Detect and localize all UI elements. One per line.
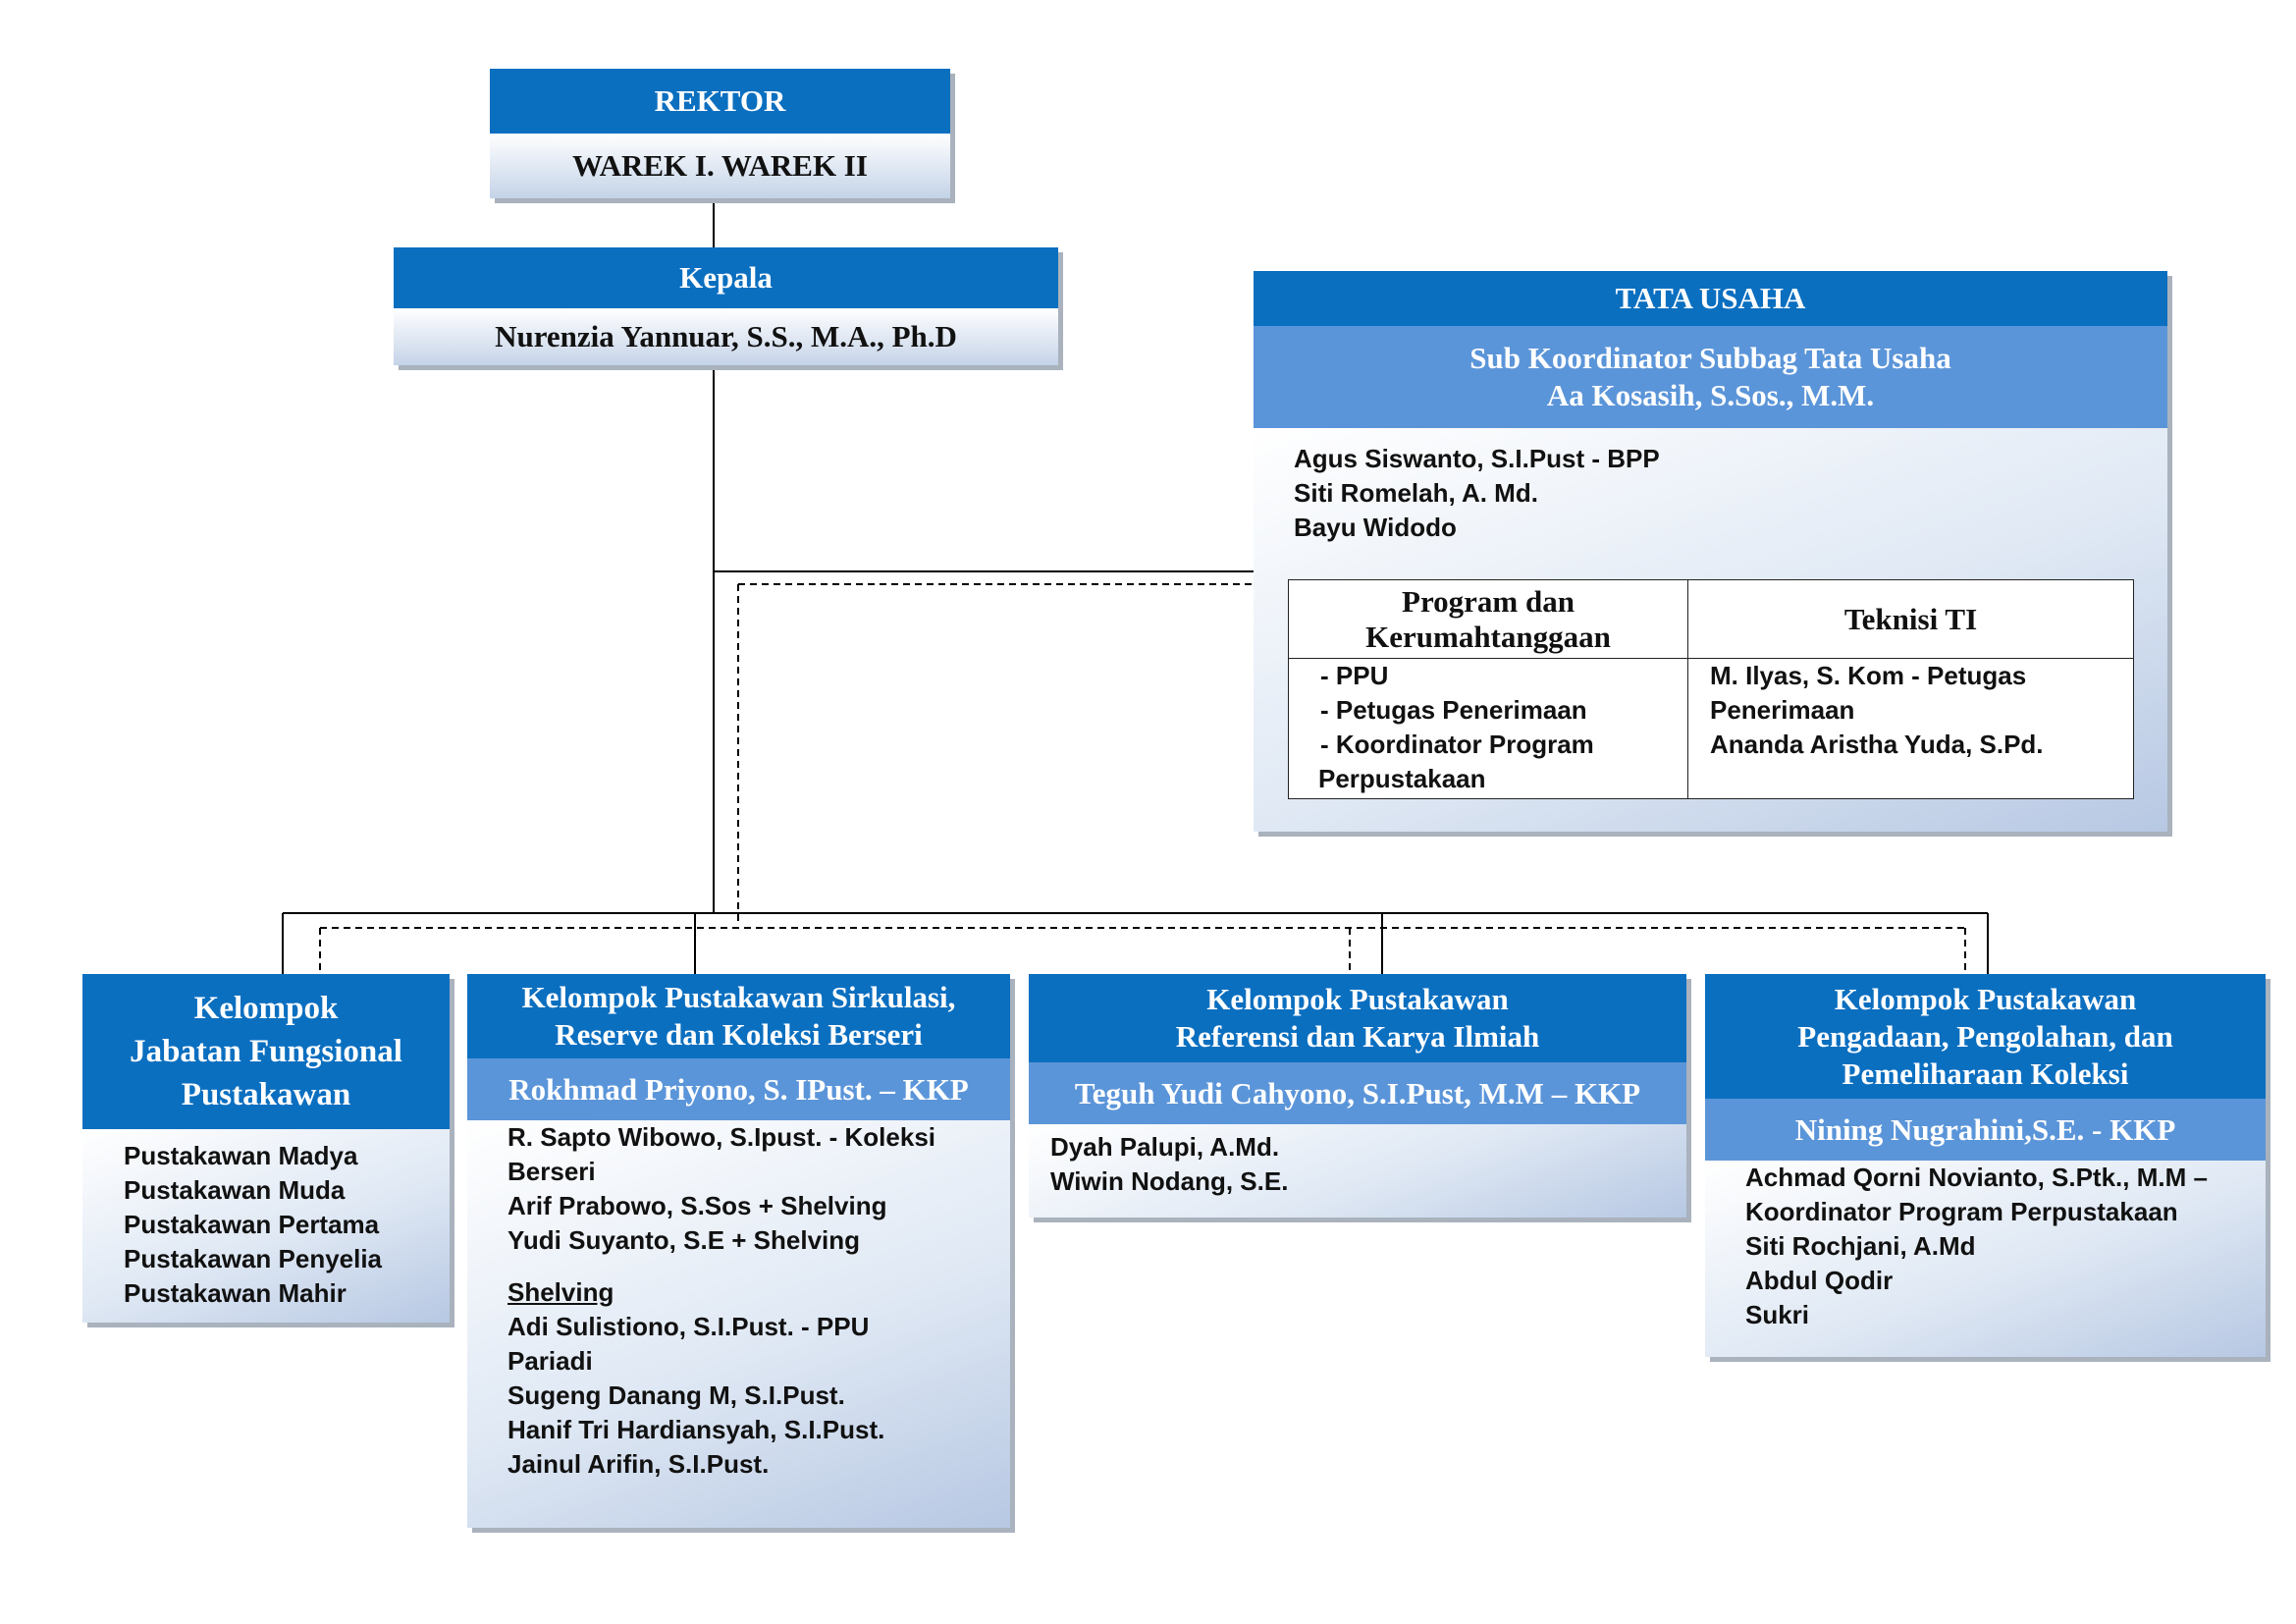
member-item: Siti Rochjani, A.Md (1745, 1231, 1976, 1261)
title-line: Kelompok Pustakawan (1834, 981, 2137, 1016)
group-pengadaan-coordinator: Nining Nugrahini,S.E. - KKP (1705, 1099, 2266, 1161)
member-item: Pustakawan Mahir (124, 1278, 347, 1308)
subkoordinator-line-2: Aa Kosasih, S.Sos., M.M. (1546, 378, 1875, 412)
member-item: Pustakawan Pertama (124, 1210, 380, 1239)
staff-item: Agus Siswanto, S.I.Pust - BPP (1294, 444, 1660, 473)
group-referensi-box: Kelompok Pustakawan Referensi dan Karya … (1029, 974, 1686, 1218)
member-item: Sukri (1745, 1300, 1810, 1329)
title-line: Kelompok Pustakawan (1206, 982, 1509, 1016)
title-line: Reserve dan Koleksi Berseri (555, 1017, 923, 1052)
group-pengadaan-box: Kelompok Pustakawan Pengadaan, Pengolaha… (1705, 974, 2266, 1357)
title-line: Pemeliharaan Koleksi (1842, 1056, 2129, 1091)
group-pengadaan-members: Achmad Qorni Novianto, S.Ptk., M.M – Koo… (1705, 1161, 2266, 1357)
shelving-item: Adi Sulistiono, S.I.Pust. - PPU (507, 1312, 870, 1341)
shelving-item: Hanif Tri Hardiansyah, S.I.Pust. (507, 1415, 885, 1444)
member-item: R. Sapto Wibowo, S.Ipust. - Koleksi (507, 1122, 936, 1152)
title-line: Kelompok Pustakawan Sirkulasi, (521, 980, 956, 1014)
shelving-item: Pariadi (507, 1346, 593, 1376)
tata-usaha-table: Program dan Kerumahtanggaan Teknisi TI -… (1288, 579, 2134, 799)
teknisi-item: Penerimaan (1710, 695, 1855, 725)
title-line: Pengadaan, Pengolahan, dan (1797, 1018, 2173, 1054)
shelving-label: Shelving (507, 1277, 614, 1307)
shelving-item: Sugeng Danang M, S.I.Pust. (507, 1380, 845, 1410)
group-sirkulasi-members: R. Sapto Wibowo, S.Ipust. - Koleksi Bers… (467, 1120, 1010, 1528)
teknisi-item: Ananda Aristha Yuda, S.Pd. (1710, 730, 2044, 759)
table-cell-teknisi: M. Ilyas, S. Kom - Petugas Penerimaan An… (1687, 658, 2134, 799)
tata-usaha-body: Agus Siswanto, S.I.Pust - BPP Siti Romel… (1254, 428, 2167, 832)
group-fungsional-box: Kelompok Jabatan Fungsional Pustakawan P… (82, 974, 450, 1323)
group-sirkulasi-box: Kelompok Pustakawan Sirkulasi, Reserve d… (467, 974, 1010, 1528)
group-sirkulasi-coordinator: Rokhmad Priyono, S. IPust. – KKP (467, 1058, 1010, 1120)
group-fungsional-members: Pustakawan Madya Pustakawan Muda Pustaka… (82, 1129, 450, 1323)
group-referensi-members: Dyah Palupi, A.Md. Wiwin Nodang, S.E. (1029, 1124, 1686, 1218)
group-sirkulasi-title: Kelompok Pustakawan Sirkulasi, Reserve d… (467, 974, 1010, 1058)
staff-item: Bayu Widodo (1294, 513, 1457, 542)
program-item: - Koordinator Program (1320, 730, 1594, 759)
teknisi-item: M. Ilyas, S. Kom - Petugas (1710, 661, 2027, 690)
staff-item: Siti Romelah, A. Md. (1294, 478, 1538, 508)
kepala-title: Kepala (394, 247, 1058, 308)
title-line: Referensi dan Karya Ilmiah (1175, 1019, 1540, 1054)
program-item: - Petugas Penerimaan (1320, 695, 1587, 725)
rektor-title: REKTOR (490, 69, 950, 134)
tata-usaha-subkoordinator: Sub Koordinator Subbag Tata Usaha Aa Kos… (1254, 326, 2167, 428)
program-item: Perpustakaan (1318, 764, 1486, 793)
member-item: Abdul Qodir (1745, 1266, 1894, 1295)
member-item: Yudi Suyanto, S.E + Shelving (507, 1225, 861, 1255)
tata-usaha-title: TATA USAHA (1254, 271, 2167, 326)
title-line: Kelompok (193, 991, 339, 1026)
program-item: - PPU (1320, 661, 1389, 690)
kepala-name: Nurenzia Yannuar, S.S., M.A., Ph.D (394, 308, 1058, 365)
table-cell-program: - PPU - Petugas Penerimaan - Koordinator… (1288, 658, 1688, 799)
table-header-teknisi: Teknisi TI (1687, 579, 2134, 659)
member-item: Pustakawan Muda (124, 1175, 346, 1205)
member-item: Berseri (507, 1157, 596, 1186)
title-line: Pustakawan (181, 1077, 351, 1112)
member-item: Achmad Qorni Novianto, S.Ptk., M.M – (1745, 1163, 2208, 1192)
kepala-box: Kepala Nurenzia Yannuar, S.S., M.A., Ph.… (394, 247, 1058, 365)
group-referensi-coordinator: Teguh Yudi Cahyono, S.I.Pust, M.M – KKP (1029, 1062, 1686, 1124)
member-item: Pustakawan Madya (124, 1141, 358, 1170)
warek-title: WAREK I. WAREK II (490, 134, 950, 198)
header-program-line-1: Program dan (1402, 583, 1575, 619)
shelving-item: Jainul Arifin, S.I.Pust. (507, 1449, 770, 1479)
title-line: Jabatan Fungsional (130, 1034, 402, 1069)
member-item: Pustakawan Penyelia (124, 1244, 383, 1273)
group-fungsional-title: Kelompok Jabatan Fungsional Pustakawan (82, 974, 450, 1129)
tata-usaha-box: TATA USAHA Sub Koordinator Subbag Tata U… (1254, 271, 2167, 832)
table-header-program: Program dan Kerumahtanggaan (1288, 579, 1688, 659)
rektor-box: REKTOR WAREK I. WAREK II (490, 69, 950, 198)
member-item: Wiwin Nodang, S.E. (1050, 1166, 1289, 1196)
member-item: Dyah Palupi, A.Md. (1050, 1132, 1280, 1162)
group-referensi-title: Kelompok Pustakawan Referensi dan Karya … (1029, 974, 1686, 1062)
member-item: Koordinator Program Perpustakaan (1745, 1197, 2178, 1226)
member-item: Arif Prabowo, S.Sos + Shelving (507, 1191, 887, 1220)
group-pengadaan-title: Kelompok Pustakawan Pengadaan, Pengolaha… (1705, 974, 2266, 1099)
subkoordinator-line-1: Sub Koordinator Subbag Tata Usaha (1469, 341, 1951, 375)
header-program-line-2: Kerumahtanggaan (1365, 619, 1611, 654)
